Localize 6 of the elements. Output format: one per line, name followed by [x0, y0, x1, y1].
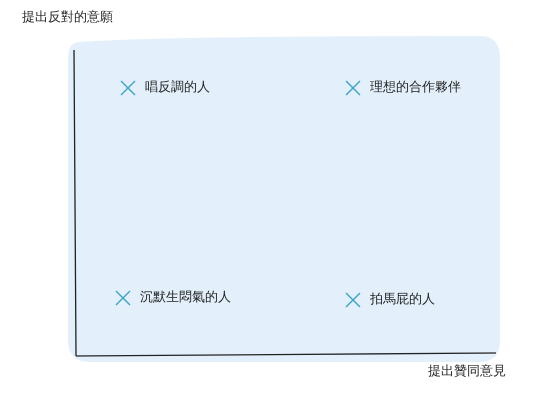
axis-title: 提出反對的意願 — [22, 10, 113, 26]
point-label: 理想的合作夥伴 — [370, 80, 461, 96]
point-label: 拍馬屁的人 — [370, 292, 435, 308]
point-label: 唱反調的人 — [145, 80, 210, 96]
axis-title: 提出贊同意見 — [428, 364, 506, 380]
point-label: 沉默生悶氣的人 — [140, 290, 231, 306]
